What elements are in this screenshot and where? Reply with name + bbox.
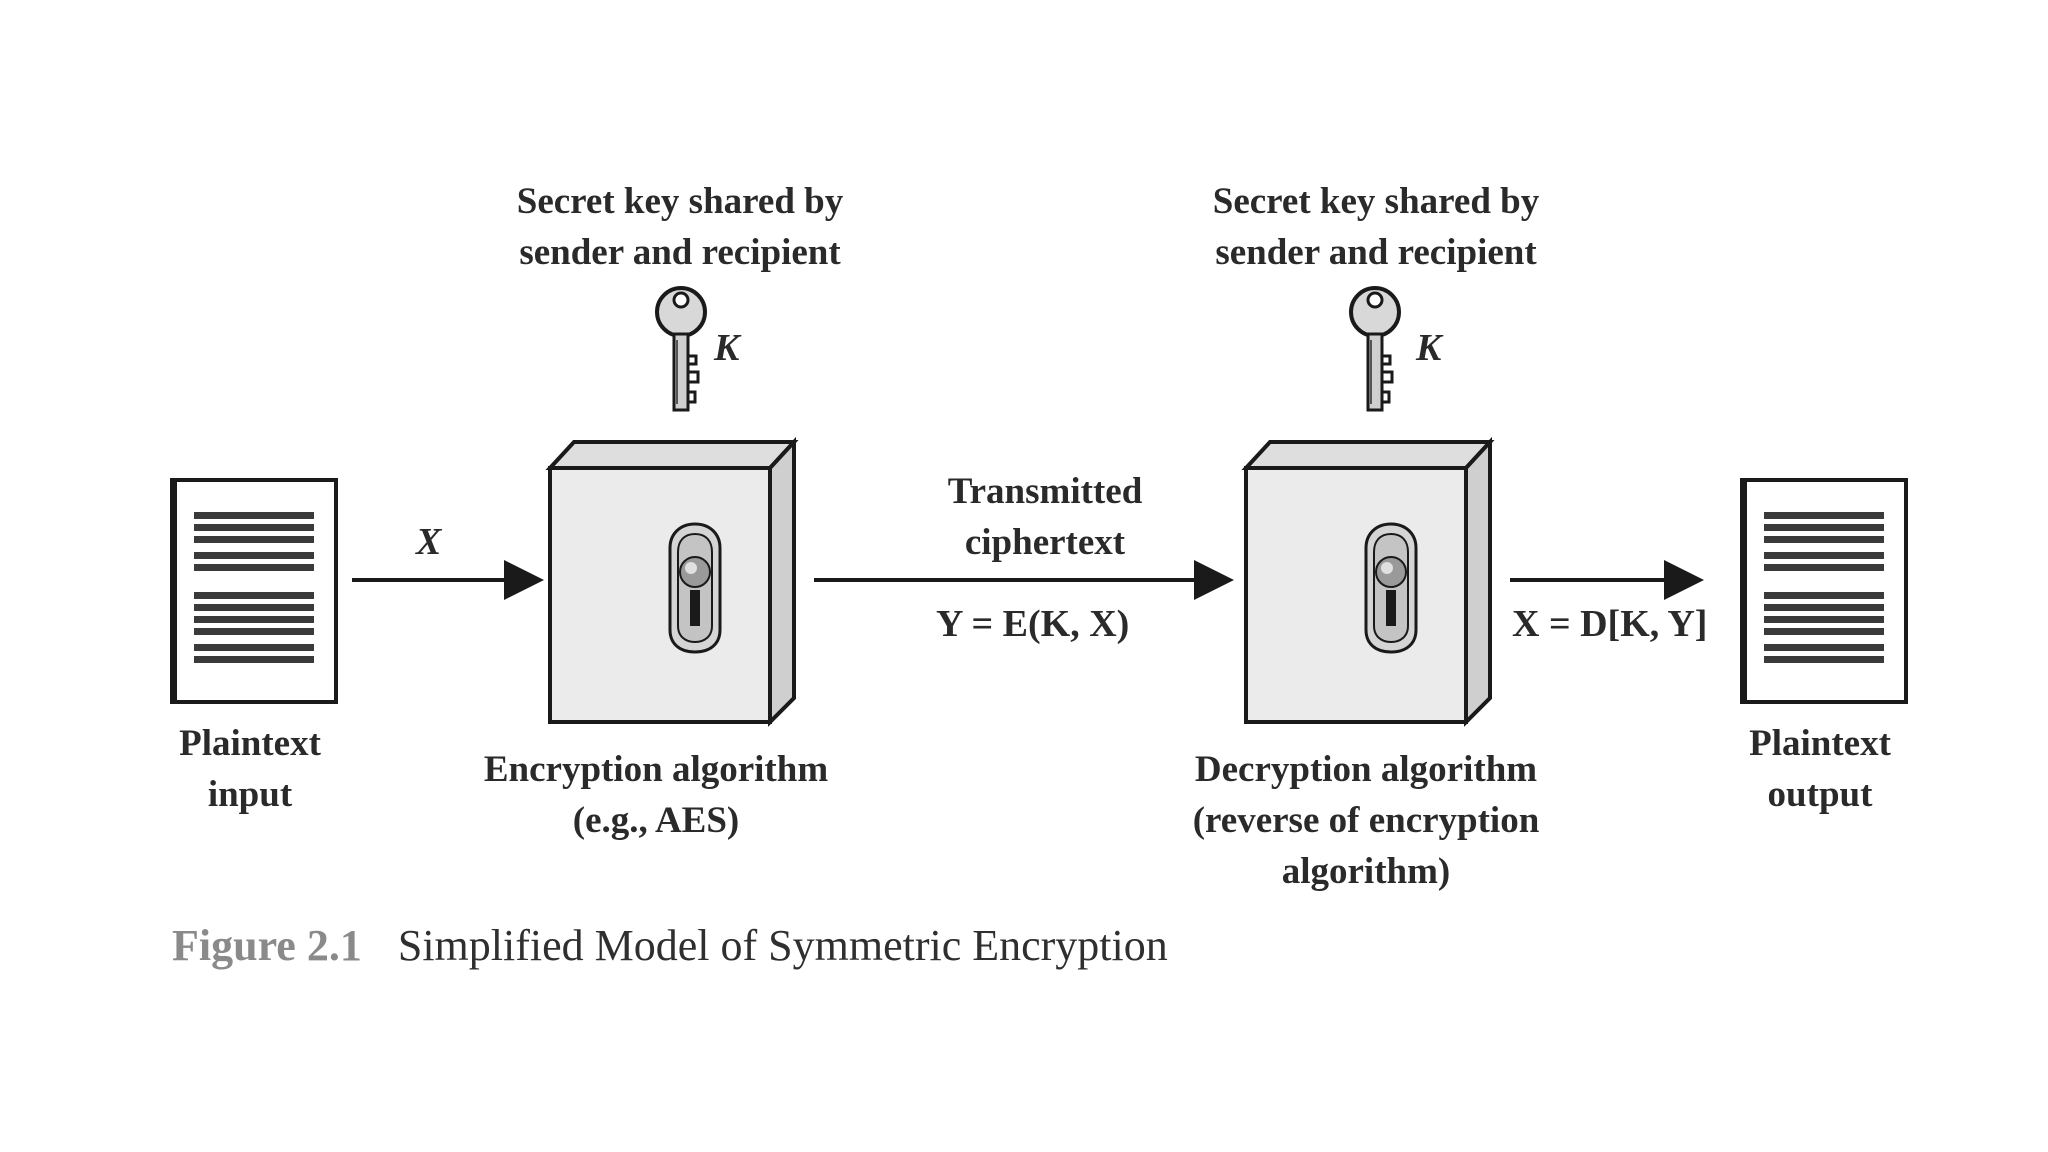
figure-caption: Figure 2.1 Simplified Model of Symmetric … [172,920,1168,971]
plaintext-output-label: Plaintext output [1749,723,1891,815]
figure-number: Figure 2.1 [172,921,362,970]
encryption-lock-icon [668,522,722,654]
decryption-box-icon [1241,436,1495,727]
plaintext-output-document-icon [1740,478,1908,704]
right-key-symbol: K [1416,327,1442,369]
decryption-algorithm-label: Decryption algorithm (reverse of encrypt… [1192,749,1540,892]
plaintext-input-document-icon [170,478,338,704]
left-key-icon [655,286,707,412]
left-key-symbol: K [714,327,740,369]
ciphertext-formula: Y = E(K, X) [936,603,1130,645]
secret-key-right-label: Secret key shared by sender and recipien… [1212,181,1540,273]
encryption-algorithm-label: Encryption algorithm (e.g., AES) [483,749,829,841]
output-formula: X = D[K, Y] [1512,603,1708,645]
plaintext-input-label: Plaintext input [179,723,321,815]
encryption-box-icon [545,436,799,727]
input-x-symbol: X [416,521,442,563]
figure-title: Simplified Model of Symmetric Encryption [397,921,1168,970]
transmitted-ciphertext-label: Transmitted ciphertext [947,471,1143,563]
right-key-icon [1349,286,1401,412]
decryption-lock-icon [1364,522,1418,654]
secret-key-left-label: Secret key shared by sender and recipien… [516,181,844,273]
